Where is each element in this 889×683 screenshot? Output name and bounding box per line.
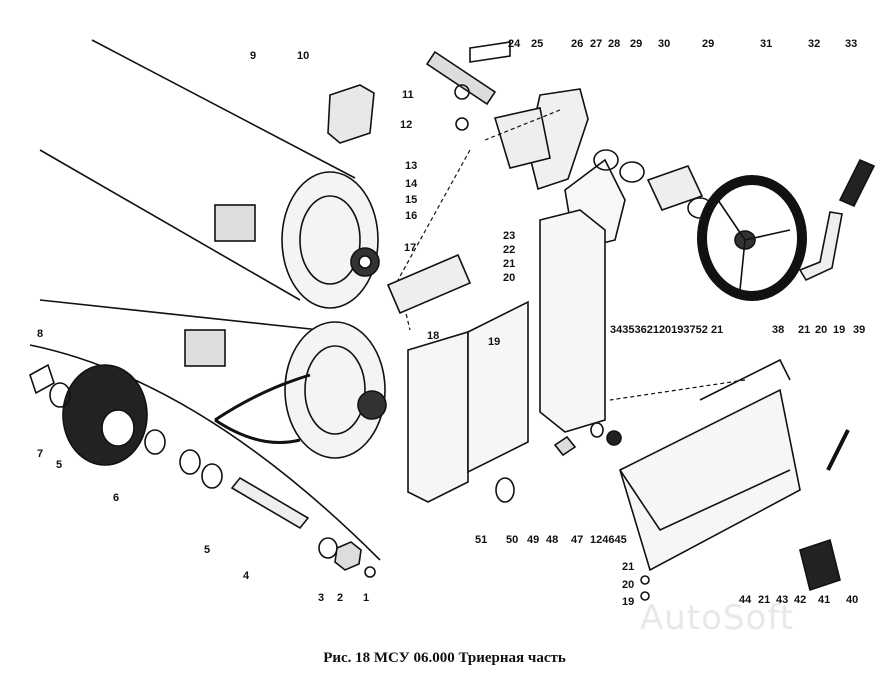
upright-stand	[386, 209, 606, 503]
callout-40: 40	[846, 594, 859, 606]
callout-2: 2	[337, 592, 344, 604]
upper-trier-drum	[39, 39, 380, 309]
callout-23: 23	[503, 230, 516, 242]
callout-row-low: 124645	[590, 534, 627, 546]
callout-19a: 19	[488, 336, 501, 348]
callout-41: 41	[818, 594, 831, 606]
callout-32: 32	[808, 38, 821, 50]
bracket-10	[327, 84, 375, 144]
tray-housing	[619, 358, 801, 572]
gear-shaft-assembly	[425, 41, 589, 191]
callout-21c: 21	[622, 561, 635, 573]
callout-6: 6	[113, 492, 120, 504]
callout-20b: 20	[815, 324, 828, 336]
callout-50: 50	[506, 534, 519, 546]
callout-12: 12	[400, 119, 413, 131]
callout-51: 51	[475, 534, 488, 546]
shaft	[230, 476, 376, 578]
callout-21d: 21	[758, 594, 771, 606]
figure-caption: Рис. 18 МСУ 06.000 Триерная часть	[323, 650, 566, 666]
callout-30: 30	[658, 38, 671, 50]
callout-38: 38	[772, 324, 785, 336]
callout-11: 11	[402, 89, 414, 101]
callout-16: 16	[405, 210, 418, 222]
callout-5a: 5	[56, 459, 63, 471]
callout-19c: 19	[622, 596, 635, 608]
callout-13: 13	[405, 160, 418, 172]
callout-47: 47	[571, 534, 584, 546]
callout-33: 33	[845, 38, 858, 50]
callout-29a: 29	[630, 38, 643, 50]
callout-17: 17	[404, 242, 417, 254]
callout-43: 43	[776, 594, 789, 606]
lower-trier-drum	[29, 299, 387, 561]
callout-8: 8	[37, 328, 44, 340]
callout-21b: 21	[798, 324, 811, 336]
watermark: AutoSoft	[640, 598, 795, 638]
callout-26: 26	[571, 38, 584, 50]
callout-18: 18	[427, 330, 440, 342]
callout-19b: 19	[833, 324, 846, 336]
callout-7: 7	[37, 448, 44, 460]
callout-14: 14	[405, 178, 418, 190]
callout-10: 10	[297, 50, 310, 62]
callout-31: 31	[760, 38, 773, 50]
callout-20c: 20	[622, 579, 635, 591]
callout-row-mid: 3435362120193752 21	[610, 324, 724, 336]
callout-25: 25	[531, 38, 544, 50]
handwheel	[697, 175, 807, 301]
callout-49: 49	[527, 534, 540, 546]
crank-handle	[798, 158, 876, 282]
callout-22: 22	[503, 244, 516, 256]
callout-42: 42	[794, 594, 807, 606]
callout-4: 4	[243, 570, 250, 582]
callout-48: 48	[546, 534, 559, 546]
callout-20a: 20	[503, 272, 516, 284]
callout-44: 44	[739, 594, 752, 606]
pulley	[29, 363, 223, 489]
callout-29b: 29	[702, 38, 715, 50]
callout-39: 39	[853, 324, 866, 336]
small-hardware	[495, 422, 850, 601]
callout-1: 1	[363, 592, 370, 604]
callout-21a: 21	[503, 258, 516, 270]
callout-3: 3	[318, 592, 325, 604]
callout-9: 9	[250, 50, 257, 62]
callout-27: 27	[590, 38, 603, 50]
callout-24: 24	[508, 38, 521, 50]
callout-5b: 5	[204, 544, 211, 556]
callout-15: 15	[405, 194, 418, 206]
callout-28: 28	[608, 38, 621, 50]
